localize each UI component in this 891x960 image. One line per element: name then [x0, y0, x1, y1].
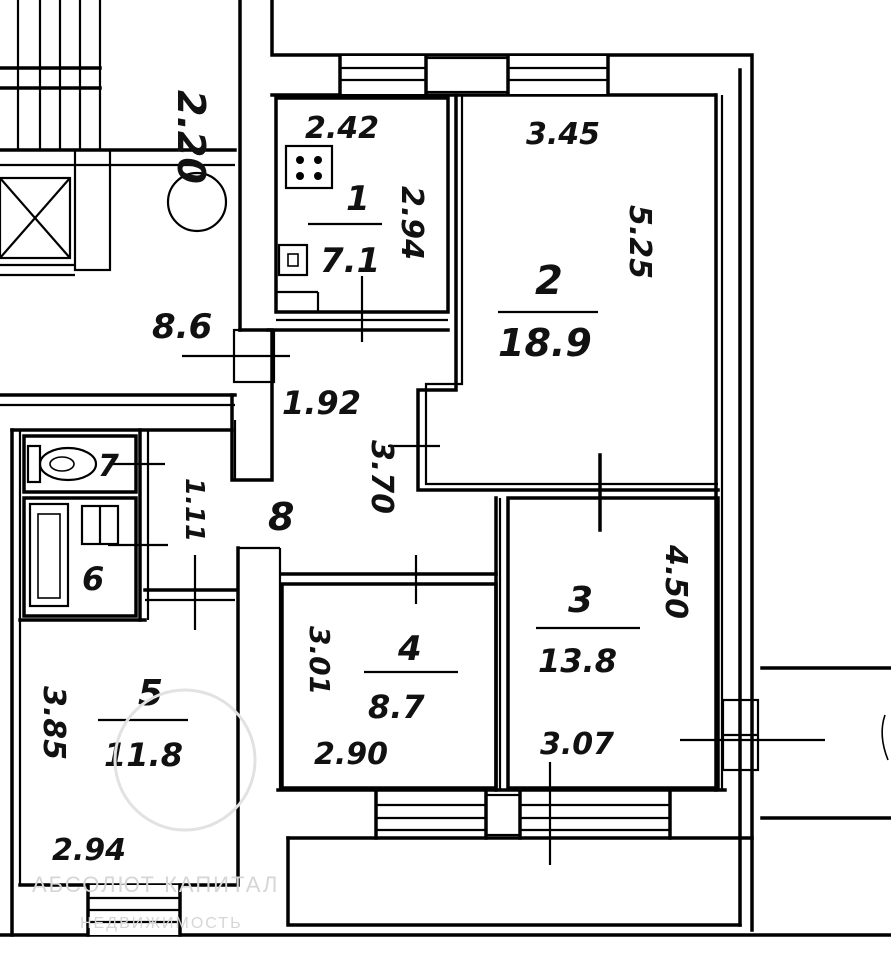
- room-1-kitchen: [274, 96, 450, 342]
- room-2-width: 3.45: [526, 117, 600, 152]
- room-3-area: 13.8: [538, 642, 617, 680]
- room-7-number: 7: [98, 449, 119, 484]
- room-4-depth: 3.01: [303, 626, 336, 695]
- hall-8: [182, 328, 450, 482]
- room-5: [18, 546, 282, 937]
- room-5-width: 2.94: [52, 833, 126, 868]
- room-1-width: 2.42: [305, 111, 379, 146]
- stair-dimension: 2.20: [169, 90, 213, 184]
- room-3-width: 3.07: [540, 727, 614, 762]
- room-2-number: 2: [535, 258, 563, 304]
- watermark: АБСОЛЮТ КАПИТАЛ НЕДВИЖИМОСТЬ: [32, 688, 279, 932]
- sink-icon: [277, 243, 309, 277]
- labels: 2.20 8.6 2.42 1 7.1 2.94 3.45 2 18.9 5.2…: [36, 90, 693, 868]
- column-circle: [166, 171, 228, 233]
- bathtub-icon: [28, 502, 70, 608]
- apartment-walls: [0, 0, 891, 937]
- watermark-title: АБСОЛЮТ КАПИТАЛ: [32, 872, 279, 897]
- room-4-area: 8.7: [368, 688, 425, 726]
- room-4-number: 4: [397, 629, 422, 669]
- hall-width: 1.92: [282, 384, 361, 422]
- room-1-area: 7.1: [320, 241, 380, 281]
- room-1-number: 1: [346, 179, 370, 219]
- room-1-depth: 2.94: [394, 186, 429, 260]
- stove-icon: [284, 144, 334, 190]
- room-6-number: 6: [82, 560, 104, 598]
- stairwell: [0, 0, 237, 277]
- bath-room: [22, 496, 138, 618]
- toilet-icon: [38, 446, 98, 482]
- watermark-subtitle: НЕДВИЖИМОСТЬ: [80, 915, 243, 932]
- corridor-width: 1.11: [179, 478, 209, 542]
- room-4-width: 2.90: [314, 737, 388, 772]
- room-2: [388, 93, 720, 532]
- room-3-number: 3: [568, 580, 593, 621]
- hall-number: 8: [268, 495, 294, 539]
- room-3-depth: 4.50: [658, 544, 693, 619]
- room-2-depth: 5.25: [622, 205, 657, 279]
- hall-length: 3.70: [364, 440, 399, 514]
- area-fraction-bars: [98, 222, 640, 722]
- room-3: [498, 496, 825, 865]
- bathroom-block: [10, 428, 237, 937]
- corridor-dimension: 8.6: [152, 307, 212, 347]
- room-4: [280, 496, 498, 792]
- room-5-depth: 3.85: [36, 686, 71, 760]
- room-2-area: 18.9: [498, 321, 592, 365]
